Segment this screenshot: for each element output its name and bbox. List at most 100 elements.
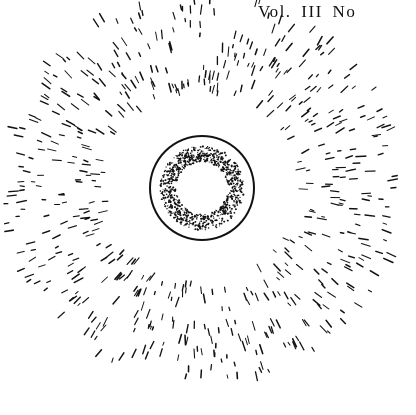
halo-dash (116, 19, 118, 24)
stipple-dot (232, 175, 233, 176)
stipple-dot (181, 153, 182, 154)
halo-dash (227, 71, 230, 79)
stipple-dot (234, 177, 235, 178)
halo-dash (288, 303, 291, 306)
stipple-dot (169, 183, 170, 184)
stipple-dot (189, 157, 191, 159)
halo-dash (234, 362, 235, 366)
stipple-dot (207, 216, 209, 218)
halo-dash (214, 350, 215, 356)
halo-dash (201, 5, 202, 14)
stipple-dot (226, 174, 228, 176)
halo-dash (91, 331, 95, 337)
stipple-dot (171, 162, 172, 163)
halo-dash (135, 318, 138, 324)
stipple-dot (233, 194, 234, 195)
halo-dash (169, 84, 171, 92)
stipple-dot (197, 156, 199, 158)
stipple-dot (166, 185, 167, 186)
stipple-dot (217, 151, 218, 152)
halo-dash (23, 171, 30, 173)
halo-dash (309, 211, 315, 213)
halo-dash (62, 202, 66, 203)
stipple-dot (179, 201, 181, 203)
halo-dash (211, 336, 213, 344)
stipple-dot (170, 194, 172, 196)
halo-dash (146, 352, 149, 359)
stipple-dot (241, 191, 243, 193)
stipple-dot (222, 205, 223, 206)
halo-dash (341, 319, 346, 324)
halo-dash (221, 359, 222, 362)
halo-dash (264, 49, 266, 55)
stipple-dot (183, 167, 185, 169)
stipple-dot (197, 152, 198, 153)
stipple-dot (219, 223, 221, 225)
stipple-dot (202, 145, 204, 147)
halo-dash (74, 297, 80, 303)
stipple-dot (219, 156, 220, 157)
halo-dash (350, 64, 357, 69)
halo-dash (89, 312, 93, 319)
halo-dash (148, 325, 149, 329)
stipple-dot (229, 174, 230, 175)
halo-dash (392, 176, 397, 177)
halo-dash (281, 128, 284, 130)
stipple-dot (197, 149, 199, 151)
stipple-dot (174, 201, 175, 202)
halo-dash (299, 60, 305, 67)
stipple-dot (227, 202, 228, 203)
halo-dash (42, 83, 50, 89)
stipple-dot (172, 187, 174, 189)
halo-dash (305, 217, 311, 218)
halo-dash (318, 37, 323, 45)
halo-dash (122, 74, 126, 79)
stipple-dot (235, 189, 237, 191)
halo-dash (58, 312, 64, 318)
halo-dash (78, 303, 80, 305)
stipple-dot (188, 226, 189, 227)
halo-dash (119, 353, 124, 360)
stipple-dot (199, 161, 200, 162)
halo-dash (283, 238, 288, 240)
stipple-dot (231, 198, 233, 200)
stipple-dot (239, 180, 241, 182)
stipple-dot (187, 215, 188, 216)
halo-dash (259, 368, 261, 373)
halo-dash (182, 285, 183, 291)
halo-dash (233, 45, 234, 48)
stipple-dot (239, 202, 241, 204)
halo-dash (341, 259, 350, 263)
stipple-dot (218, 154, 219, 155)
stipple-dot (172, 169, 174, 171)
halo-dash (143, 345, 146, 353)
stipple-dot (187, 151, 189, 153)
halo-dash (340, 119, 347, 122)
halo-dash (309, 121, 312, 123)
halo-dash (274, 264, 280, 271)
stipple-dot (213, 164, 215, 166)
halo-dash (72, 274, 79, 279)
stipple-dot (188, 221, 189, 222)
stipple-dot (164, 204, 165, 205)
halo-dash (83, 298, 89, 303)
halo-dash (229, 307, 230, 310)
stipple-dot (226, 179, 227, 180)
halo-dash (311, 209, 314, 210)
halo-dash (78, 269, 82, 272)
stipple-dot (173, 212, 174, 213)
halo-dash (95, 336, 97, 339)
stipple-dot (184, 156, 185, 157)
stipple-dot (230, 217, 232, 219)
stipple-dot (234, 206, 236, 208)
halo-dash (101, 257, 107, 260)
stipple-dot (177, 200, 178, 201)
halo-dash (8, 127, 17, 129)
halo-dash (285, 126, 289, 130)
halo-dash (77, 137, 81, 138)
halo-dash (9, 191, 18, 192)
halo-dash (224, 61, 226, 68)
halo-dash (273, 292, 276, 297)
stipple-dot (169, 190, 171, 192)
halo-dash (56, 246, 59, 248)
